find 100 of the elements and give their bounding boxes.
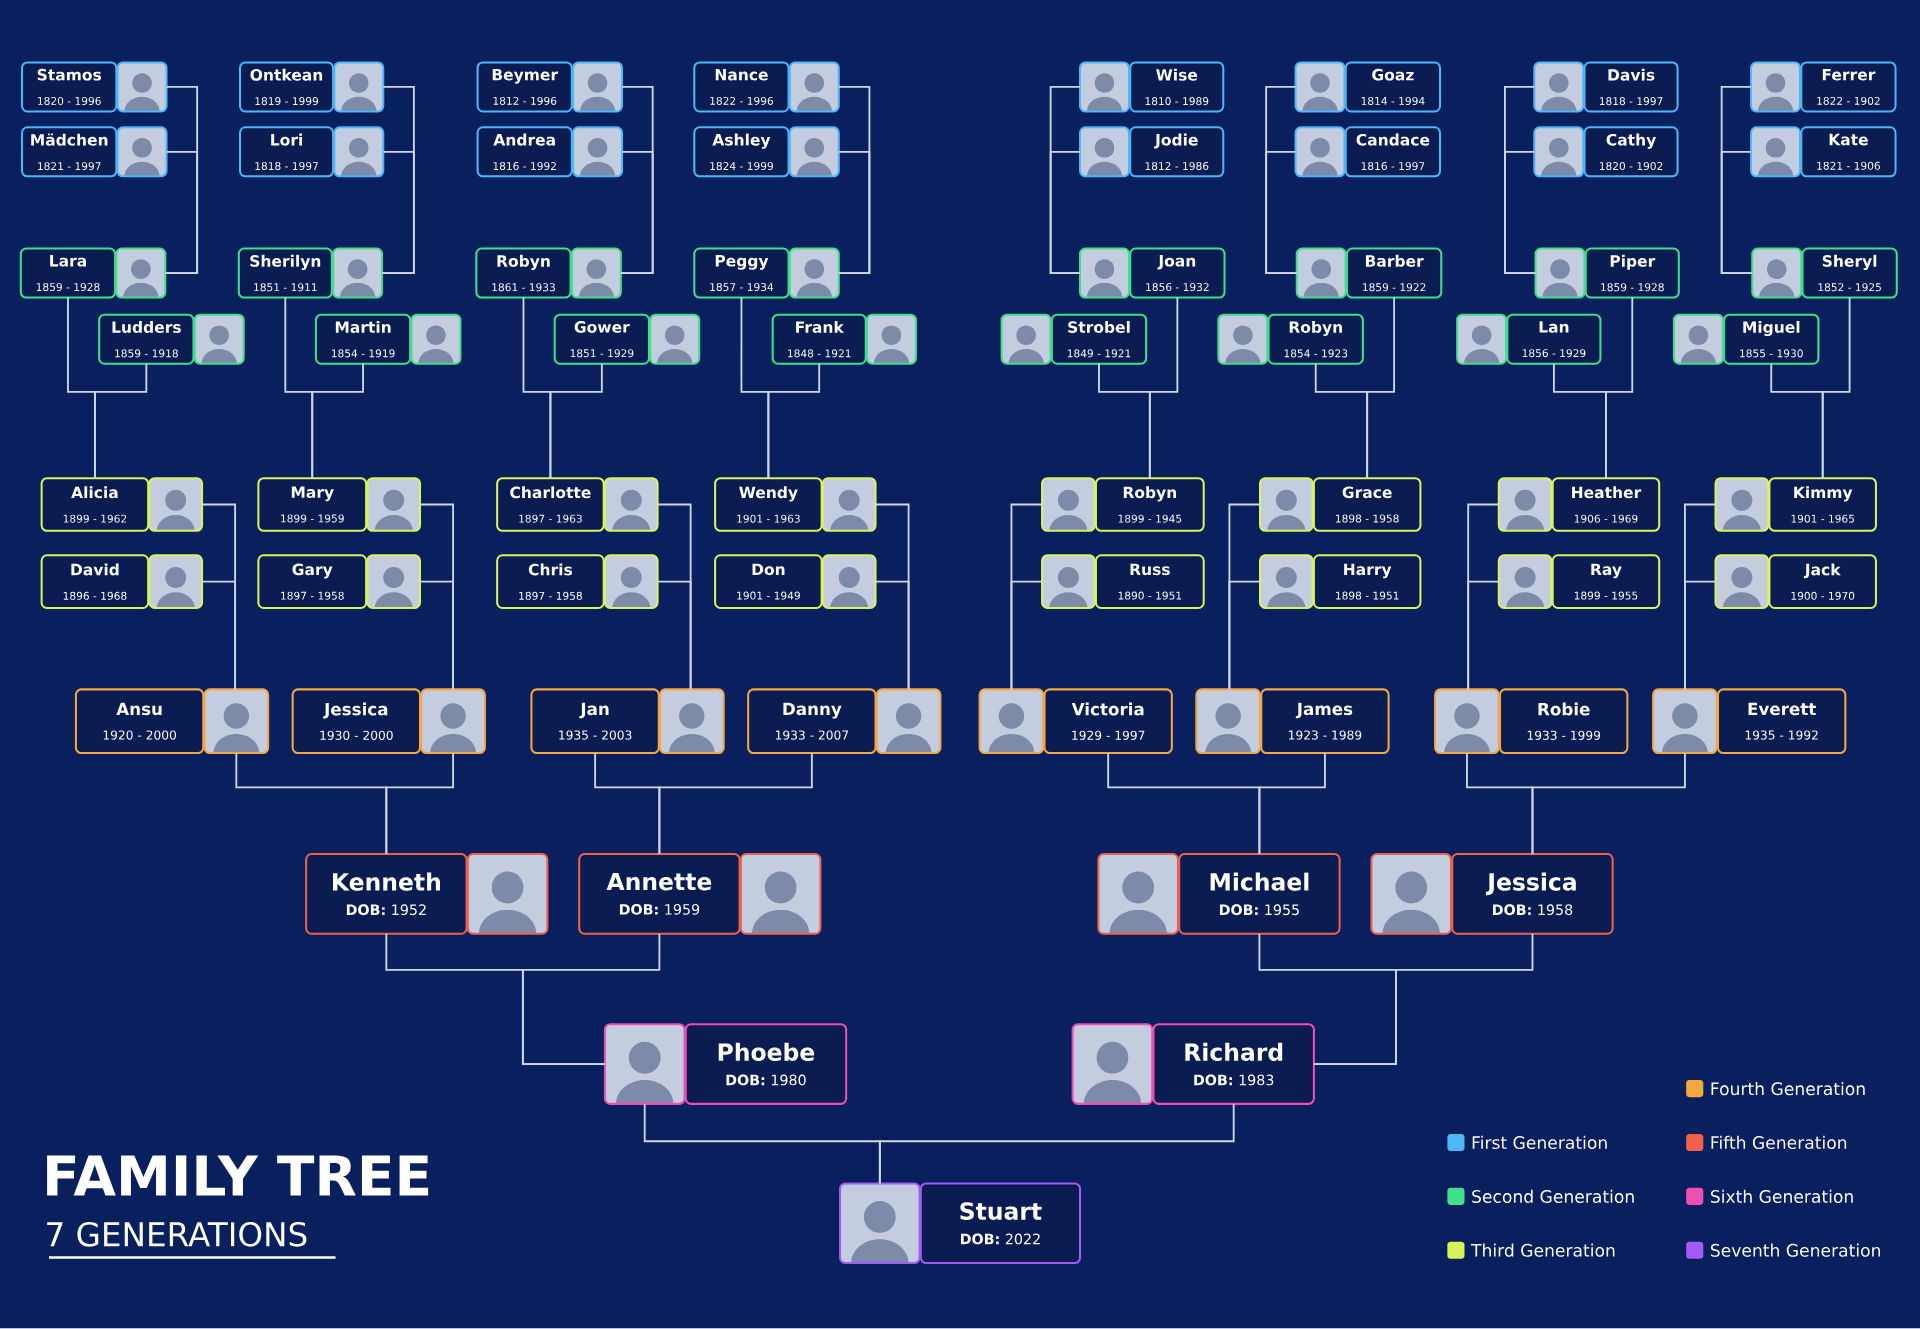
person-card: Wendy 1901 - 1963 <box>714 477 823 533</box>
person-card: Danny 1933 - 2007 <box>747 688 877 755</box>
person-card: Ludders 1859 - 1918 <box>98 313 195 365</box>
person-card: Kenneth DOB: 1952 <box>305 853 468 935</box>
connector-line <box>1148 296 1179 480</box>
connector-line <box>1504 151 1537 275</box>
person-card: Joan 1856 - 1932 <box>1129 247 1226 299</box>
person-card: Jack 1900 - 1970 <box>1768 554 1877 610</box>
person-card: Chris 1897 - 1958 <box>496 554 605 610</box>
connector-line <box>311 362 364 480</box>
person-card: Lara 1859 - 1928 <box>19 247 117 299</box>
connector-line <box>656 580 692 691</box>
connector-line <box>1531 752 1686 856</box>
connector-line <box>658 752 813 856</box>
legend-label: Fourth Generation <box>1711 1082 1865 1096</box>
subtitle: 7 GENERATIONS <box>47 1222 336 1259</box>
person-card: Andrea 1816 - 1992 <box>476 126 573 178</box>
person-card: Don 1901 - 1949 <box>714 554 823 610</box>
person-card: Mary 1899 - 1959 <box>257 477 368 533</box>
person-card: Piper 1859 - 1928 <box>1584 247 1680 299</box>
connector-line <box>164 151 199 275</box>
person-card: Barber 1859 - 1922 <box>1345 247 1443 299</box>
person-card: Beymer 1812 - 1996 <box>476 61 573 113</box>
person-card: Michael DOB: 1955 <box>1178 853 1341 935</box>
person-card: Miguel 1855 - 1930 <box>1723 313 1820 365</box>
person-card: Robyn 1899 - 1945 <box>1094 477 1205 533</box>
person-card: Stamos 1820 - 1996 <box>21 61 118 113</box>
person-card: Davis 1818 - 1997 <box>1583 61 1679 113</box>
person-card: Ferrer 1822 - 1902 <box>1800 61 1897 113</box>
person-card: Phoebe DOB: 1980 <box>684 1023 848 1106</box>
connector-line <box>1313 933 1534 1066</box>
person-card: David 1896 - 1968 <box>40 554 150 610</box>
connector-line <box>549 362 603 480</box>
person-card: Alicia 1899 - 1962 <box>40 477 150 533</box>
person-card: Cathy 1820 - 1902 <box>1583 126 1679 178</box>
connector-line <box>419 580 454 691</box>
person-card: Kimmy 1901 - 1965 <box>1768 477 1877 533</box>
person-card: Ontkean 1819 - 1999 <box>239 61 335 113</box>
legend-label: Seventh Generation <box>1710 1243 1880 1258</box>
person-card: Grace 1898 - 1958 <box>1312 477 1422 533</box>
connector-line <box>619 151 654 275</box>
person-card: Stuart DOB: 2022 <box>919 1182 1082 1265</box>
person-card: Charlotte 1897 - 1963 <box>496 477 605 533</box>
connector-line <box>521 933 661 1066</box>
person-card: Ashley 1824 - 1999 <box>693 126 790 178</box>
person-card: James 1923 - 1989 <box>1260 688 1390 755</box>
connector-line <box>878 1103 1235 1185</box>
connector-line <box>381 151 415 275</box>
person-card: Gower 1851 - 1929 <box>553 313 650 365</box>
person-card: Richard DOB: 1983 <box>1152 1023 1315 1106</box>
person-card: Heather 1906 - 1969 <box>1551 477 1661 533</box>
connector-line <box>1366 296 1395 480</box>
person-card: Kate 1821 - 1906 <box>1800 126 1897 178</box>
person-card: Russ 1890 - 1951 <box>1094 554 1205 610</box>
person-card: Gary 1897 - 1958 <box>257 554 368 610</box>
connector-line <box>874 580 910 691</box>
person-card: Mädchen 1821 - 1997 <box>21 126 118 178</box>
person-card: Victoria 1929 - 1997 <box>1043 688 1173 755</box>
person-card: Everett 1935 - 1992 <box>1716 688 1847 755</box>
person-card: Candace 1816 - 1997 <box>1344 126 1442 178</box>
person-card: Wise 1810 - 1989 <box>1129 61 1225 113</box>
connector-line <box>1228 580 1261 691</box>
connector-line <box>1605 296 1634 480</box>
person-card: Jessica DOB: 1958 <box>1451 853 1614 935</box>
person-card: Annette DOB: 1959 <box>578 853 741 935</box>
connector-line <box>837 151 871 275</box>
person-card: Robie 1933 - 1999 <box>1499 688 1629 755</box>
legend-label: Second Generation <box>1472 1189 1634 1204</box>
person-card: Jodie 1812 - 1986 <box>1129 126 1225 178</box>
person-card: Robyn 1854 - 1923 <box>1267 313 1364 365</box>
person-card: Martin 1854 - 1919 <box>314 313 412 365</box>
legend-label: Fifth Generation <box>1711 1136 1847 1150</box>
legend-label: Sixth Generation <box>1710 1189 1853 1204</box>
person-card: Ansu 1920 - 2000 <box>74 688 205 755</box>
connector-line <box>767 362 821 480</box>
legend-label: First Generation <box>1472 1136 1607 1150</box>
connector-line <box>1265 151 1298 275</box>
person-card: Harry 1898 - 1951 <box>1312 554 1422 610</box>
person-card: Ray 1899 - 1955 <box>1551 554 1661 610</box>
legend-label: Third Generation <box>1471 1243 1615 1258</box>
connector-line <box>1467 580 1500 691</box>
connector-line <box>1258 752 1326 856</box>
person-card: Strobel 1849 - 1921 <box>1050 313 1148 365</box>
person-card: Sherilyn 1851 - 1911 <box>237 247 333 299</box>
person-card: Peggy 1857 - 1934 <box>693 247 790 299</box>
connector-line <box>1684 580 1717 691</box>
connector-line <box>1720 151 1754 275</box>
person-card: Lori 1818 - 1997 <box>239 126 335 178</box>
connector-line <box>94 362 148 480</box>
person-card: Lan 1856 - 1929 <box>1506 313 1602 365</box>
connector-line <box>1049 151 1081 275</box>
connector-line <box>385 752 454 856</box>
connector-line <box>1010 580 1043 691</box>
person-card: Jan 1935 - 2003 <box>530 688 660 755</box>
person-card: Sheryl 1852 - 1925 <box>1801 247 1898 299</box>
person-card: Frank 1848 - 1921 <box>771 313 867 365</box>
person-card: Goaz 1814 - 1994 <box>1344 61 1442 113</box>
person-card: Jessica 1930 - 2000 <box>291 688 422 755</box>
person-card: Nance 1822 - 1996 <box>693 61 790 113</box>
title: FAMILY TREE <box>47 1155 429 1196</box>
